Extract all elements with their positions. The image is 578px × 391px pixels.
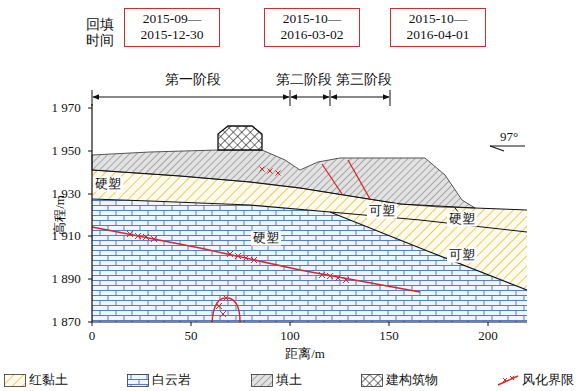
x-axis <box>92 321 527 322</box>
y-axis <box>91 104 92 322</box>
tick-label: 1 950 <box>51 144 80 159</box>
date-range: 2015-10— 2016-04-01 <box>397 11 479 43</box>
fill-layer <box>92 150 475 208</box>
tick-label: 200 <box>478 329 498 344</box>
stage-label: 第二阶段 <box>276 72 332 88</box>
stage-arrows <box>92 90 390 106</box>
legend-swatch <box>127 374 149 387</box>
dolomite-layer <box>92 199 527 322</box>
weathering-limit <box>92 227 420 292</box>
fill-red-line <box>348 160 370 199</box>
legend-item: 白云岩 <box>127 371 191 389</box>
legend-item: 填土 <box>251 371 302 389</box>
legend-item: 红黏土 <box>4 371 68 389</box>
axis-ticks <box>88 108 488 326</box>
tick-label: 1 870 <box>51 315 80 330</box>
date-box: 2015-09— 2015-12-30 <box>124 8 220 47</box>
date-range: 2015-10— 2016-03-02 <box>271 11 353 43</box>
axis-title: 距离/m <box>285 347 325 362</box>
legend-text: 风化界限 <box>522 371 574 389</box>
building <box>218 126 262 150</box>
legend-swatch <box>251 374 273 387</box>
dip-symbol <box>490 146 525 151</box>
legend-text: 红黏土 <box>29 371 68 389</box>
legend-item: 风化界限 <box>497 371 574 389</box>
row-heading: 回填 时间 <box>84 17 116 49</box>
date-box: 2015-10— 2016-04-01 <box>390 8 486 47</box>
stage-label: 第一阶段 <box>165 72 221 88</box>
date-range: 2015-09— 2015-12-30 <box>131 11 213 43</box>
weathering-marks <box>127 167 349 318</box>
plastic-boundary <box>330 212 527 232</box>
dip-angle: 97° <box>500 130 518 145</box>
legend-item: 建构筑物 <box>361 371 438 389</box>
tick-label: 1 910 <box>51 229 80 244</box>
rock-top-line <box>92 199 527 290</box>
legend-swatch <box>497 374 519 387</box>
tick-label: 0 <box>89 329 96 344</box>
soil-state: 硬塑 <box>93 177 123 192</box>
legend-swatch <box>4 374 26 387</box>
legend-text: 填土 <box>276 371 302 389</box>
soil-state: 可塑 <box>367 204 397 219</box>
tick-label: 50 <box>185 329 198 344</box>
fill-red-line <box>322 164 342 194</box>
weathering-arch <box>212 298 240 322</box>
legend-text: 白云岩 <box>152 371 191 389</box>
tick-label: 1 890 <box>51 272 80 287</box>
tick-label: 1 970 <box>51 101 80 116</box>
legend-swatch <box>361 374 383 387</box>
soil-state: 硬塑 <box>447 212 477 227</box>
soil-state: 可塑 <box>447 248 477 263</box>
stage-label: 第三阶段 <box>336 72 392 88</box>
soil-state: 硬塑 <box>251 231 281 246</box>
legend: 红黏土 白云岩 填土 建构筑物 风化界限 <box>4 371 574 389</box>
tick-label: 150 <box>379 329 399 344</box>
clay-top-line <box>92 170 527 210</box>
tick-label: 100 <box>280 329 300 344</box>
legend-text: 建构筑物 <box>386 371 438 389</box>
date-box: 2015-10— 2016-03-02 <box>264 8 360 47</box>
tick-label: 1 930 <box>51 187 80 202</box>
